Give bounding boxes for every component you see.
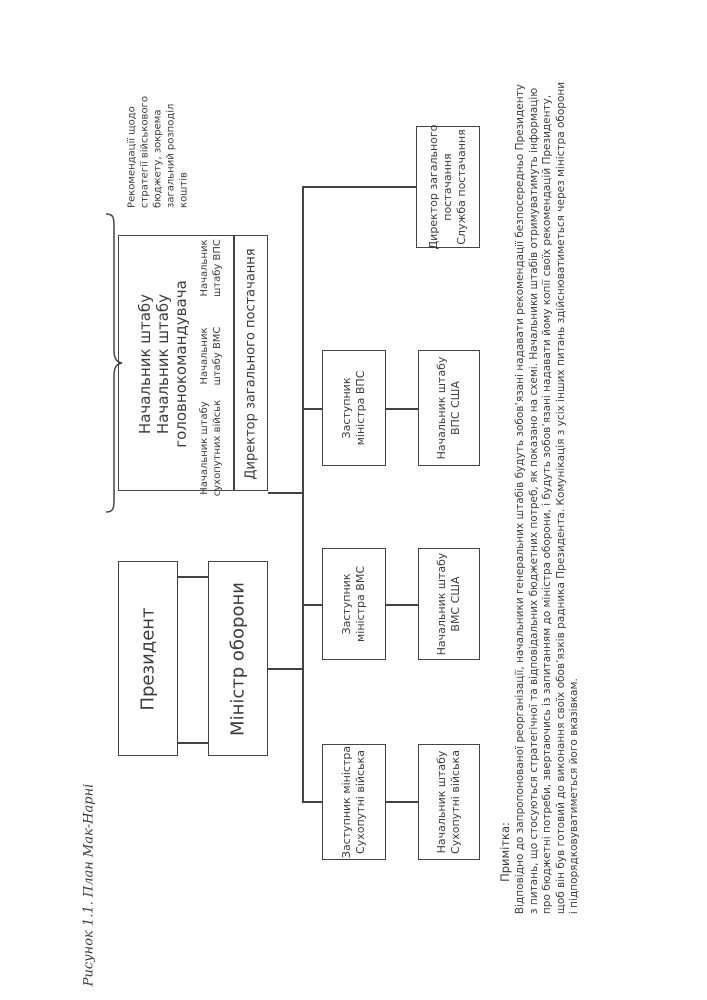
army-chief-line1: Начальник штабу <box>199 401 210 495</box>
curly-brace <box>105 213 123 513</box>
connector-deputy-staff-airforce <box>385 408 419 410</box>
spine-vertical <box>302 186 304 802</box>
director-supply-line3: Служба постачання <box>455 129 468 245</box>
chiefs-divider <box>233 236 235 490</box>
chief-of-staff-line1: Начальник штабу <box>136 293 154 435</box>
deputy-airforce-label: Заступник міністра ВПС <box>340 371 368 446</box>
recommendations-text: Рекомендації щодо стратегії військового … <box>126 96 191 208</box>
navy-chief-line1: Начальник <box>199 327 210 385</box>
staff-army-line2: Сухопутні війська <box>449 750 462 854</box>
note-line3: про бюджетні потреби, звертаючись із зап… <box>541 94 554 915</box>
note-line1: Відповідно до запропонованої реорганізац… <box>514 84 527 915</box>
note-line5: і підпорядковуватиметься його вказівкам. <box>568 678 581 915</box>
deputy-army-label: Заступник міністра Сухопутні війська <box>340 746 368 858</box>
staff-army-box: Начальник штабу Сухопутні війська <box>418 744 480 860</box>
chief-of-staff-line3: головнокомандувача <box>172 280 190 448</box>
note-title: Примітка: <box>498 822 512 882</box>
defense-minister-box: Міністр оборони <box>208 561 268 756</box>
deputy-airforce-box: Заступник міністра ВПС <box>322 350 386 466</box>
staff-army-line1: Начальник штабу <box>435 750 448 854</box>
connector-deputy-staff-army <box>385 801 419 803</box>
president-box: Президент <box>118 561 178 756</box>
recommendations-line1: Рекомендації щодо <box>126 106 138 208</box>
staff-navy-box: Начальник штабу ВМС США <box>418 548 480 660</box>
note-body: Відповідно до запропонованої реорганізац… <box>514 82 582 914</box>
deputy-army-box: Заступник міністра Сухопутні війська <box>322 744 386 860</box>
deputy-navy-line2: міністра ВМС <box>354 566 367 642</box>
connector-spine-navy <box>302 604 324 606</box>
chiefs-box: Начальник штабу Начальник штабу головнок… <box>118 235 268 496</box>
staff-airforce-line1: Начальник штабу <box>435 356 448 460</box>
director-supply-line2: постачання <box>441 153 454 221</box>
deputy-airforce-line2: міністра ВПС <box>354 370 367 446</box>
airforce-chief-label: Начальник штабу ВПС <box>198 239 224 297</box>
defense-minister-label: Міністр оборони <box>227 581 249 736</box>
connector-deputy-staff-navy <box>385 604 419 606</box>
recommendations-line4: загальний розподіл <box>165 103 177 208</box>
staff-army-label: Начальник штабу Сухопутні війська <box>435 750 463 854</box>
army-chief-line2: сухопутних військ <box>212 399 223 497</box>
director-supply-line1: Директор загального <box>427 124 440 250</box>
airforce-chief-line1: Начальник <box>199 239 210 297</box>
staff-navy-line1: Начальник штабу <box>435 552 448 656</box>
supply-director-bar-label: Директор загального постачання <box>243 248 259 480</box>
connector-spine-airforce <box>302 408 324 410</box>
staff-navy-line2: ВМС США <box>449 576 462 632</box>
connector-minister-spine <box>268 668 302 670</box>
deputy-airforce-line1: Заступник <box>340 377 353 439</box>
deputy-army-line1: Заступник міністра <box>340 745 353 859</box>
staff-airforce-line2: ВПС США <box>449 381 462 435</box>
recommendations-line2: стратегії військового <box>139 96 151 208</box>
note-line2: з питань, що стосуються стратегічної та … <box>527 87 540 915</box>
staff-navy-label: Начальник штабу ВМС США <box>435 553 463 656</box>
recommendations-line3: бюджету, зокрема <box>152 109 164 208</box>
staff-airforce-box: Начальник штабу ВПС США <box>418 350 480 466</box>
chief-of-staff-line2: Начальник штабу <box>154 293 172 435</box>
army-chief-label: Начальник штабу сухопутних військ <box>198 400 224 496</box>
airforce-chief-line2: штабу ВПС <box>212 239 223 297</box>
staff-airforce-label: Начальник штабу ВПС США <box>435 357 463 460</box>
director-supply-label: Директор загального постачання Служба по… <box>427 125 469 250</box>
navy-chief-label: Начальник штабу ВМС <box>198 327 224 386</box>
deputy-navy-label: Заступник міністра ВМС <box>340 566 368 642</box>
recommendations-line5: коштів <box>178 172 190 208</box>
navy-chief-line2: штабу ВМС <box>212 326 223 386</box>
president-label: Президент <box>137 606 159 711</box>
connector-minister-chiefs <box>268 492 302 494</box>
deputy-army-line2: Сухопутні війська <box>354 750 367 854</box>
connector-president-minister-2 <box>176 742 210 744</box>
deputy-navy-line1: Заступник <box>340 573 353 635</box>
chief-of-staff-label: Начальник штабу Начальник штабу головнок… <box>136 280 190 448</box>
director-supply-box: Директор загального постачання Служба по… <box>416 125 480 250</box>
figure-caption: Рисунок 1.1. План Мак-Нарні <box>81 783 97 987</box>
connector-spine-supply <box>302 186 418 188</box>
note-line4: щоб він був готовий до виконання своїх о… <box>554 81 567 915</box>
connector-spine-army <box>302 801 324 803</box>
connector-president-minister <box>176 576 210 578</box>
deputy-navy-box: Заступник міністра ВМС <box>322 548 386 660</box>
